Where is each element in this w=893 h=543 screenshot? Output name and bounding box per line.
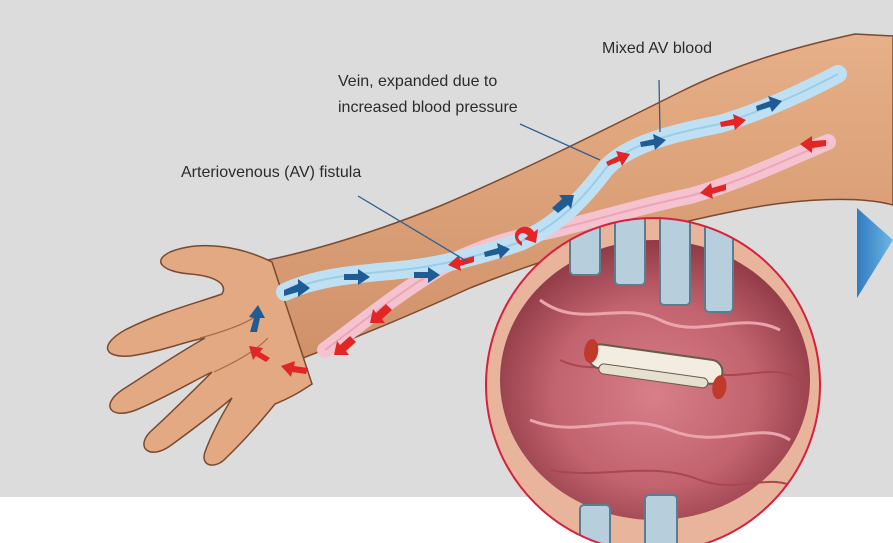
blue-arrow-icon <box>344 269 370 285</box>
av-fistula-label: Arteriovenous (AV) fistula <box>181 164 362 181</box>
mixed-av-blood-label: Mixed AV blood <box>602 40 712 57</box>
blue-arrow-icon <box>552 195 574 213</box>
blue-arrow-icon <box>249 305 265 332</box>
red-arrow-icon <box>249 346 270 362</box>
arterial-flow-arrows <box>249 114 826 377</box>
red-arrow-icon <box>606 151 630 166</box>
blue-arrow-icon <box>756 96 782 112</box>
leader-vein <box>519 123 601 161</box>
fistula-vessel <box>584 339 727 400</box>
leader-mixed <box>658 79 661 133</box>
blue-arrow-icon <box>414 267 440 283</box>
next-arrow-icon[interactable] <box>857 208 893 298</box>
red-arrow-icon <box>370 304 392 323</box>
red-arrow-icon <box>700 183 726 199</box>
blue-arrow-icon <box>484 243 510 259</box>
leader-fistula <box>357 195 469 263</box>
magnified-inset <box>485 217 821 543</box>
leader-lines <box>357 79 661 263</box>
red-arrow-icon <box>448 255 474 271</box>
blue-arrow-icon <box>640 134 666 150</box>
red-arrow-icon <box>800 136 826 153</box>
red-arrow-icon <box>514 226 538 246</box>
hand-shape <box>106 244 313 466</box>
red-arrow-icon <box>720 114 746 130</box>
blue-arrow-icon <box>284 279 310 297</box>
vein-label-line2: increased blood pressure <box>338 99 518 116</box>
red-arrow-icon <box>334 336 356 355</box>
inset-border <box>485 217 821 543</box>
palm-crease <box>213 337 269 373</box>
vein-label-line1: Vein, expanded due to <box>338 73 498 90</box>
red-arrow-icon <box>281 361 308 377</box>
venous-flow-arrows <box>249 96 782 332</box>
